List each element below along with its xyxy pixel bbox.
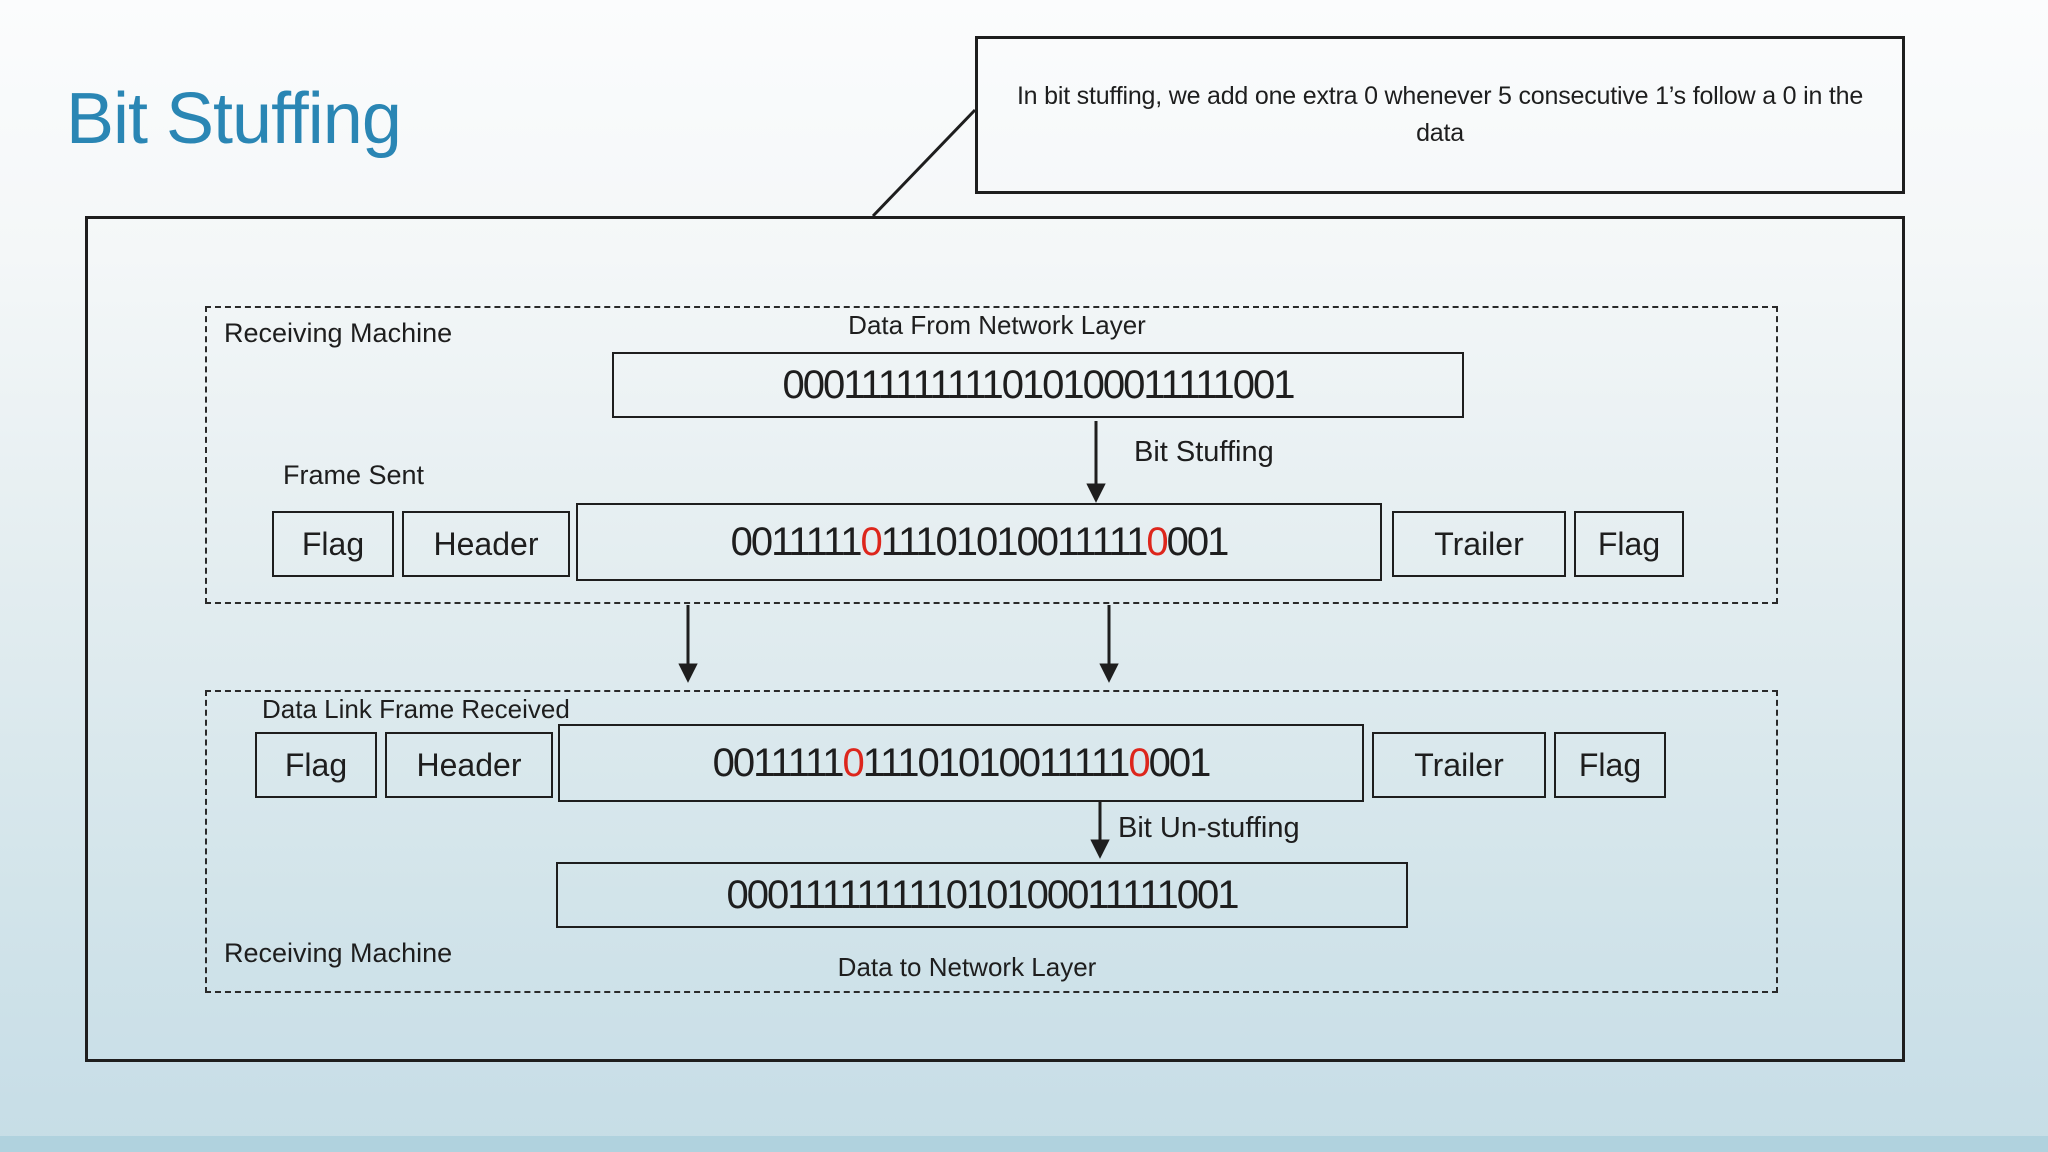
stuffed-bit: 0 xyxy=(1146,519,1168,564)
stuffed-bit: 0 xyxy=(860,519,882,564)
data-link-frame-received-label: Data Link Frame Received xyxy=(262,694,570,724)
sent-trailer-cell: Trailer xyxy=(1392,511,1566,577)
callout-box: In bit stuffing, we add one extra 0 when… xyxy=(975,36,1905,194)
sender-machine-label: Receiving Machine xyxy=(224,318,453,348)
frame-sent-label: Frame Sent xyxy=(283,460,425,490)
receiver-section-box xyxy=(205,690,1778,993)
slide-title: Bit Stuffing xyxy=(66,79,402,159)
receiver-machine-label: Receiving Machine xyxy=(224,938,453,968)
stuffed-bit: 0 xyxy=(1128,740,1150,785)
sent-flag-right-cell: Flag xyxy=(1574,511,1684,577)
data-to-network-layer-label: Data to Network Layer xyxy=(837,952,1097,982)
sent-flag-left-cell: Flag xyxy=(272,511,394,577)
sent-payload-cell: 00111110111010100111110001 xyxy=(576,503,1382,581)
callout-connector-line xyxy=(871,108,977,218)
received-trailer-cell: Trailer xyxy=(1372,732,1546,798)
received-flag-left-cell: Flag xyxy=(255,732,377,798)
sent-payload-bits: 00111110111010100111110001 xyxy=(730,519,1230,564)
diagram-outer-box xyxy=(85,216,1905,1062)
received-payload-cell: 00111110111010100111110001 xyxy=(558,724,1364,802)
stuffed-bit: 0 xyxy=(842,740,864,785)
data-from-network-layer-label: Data From Network Layer xyxy=(848,310,1146,340)
network-data-bits: 000111111111010100011111001 xyxy=(782,362,1295,407)
bottom-accent-strip xyxy=(0,1136,2048,1152)
unstuffed-data-box: 000111111111010100011111001 xyxy=(556,862,1408,928)
sender-section-box xyxy=(205,306,1778,604)
network-data-box: 000111111111010100011111001 xyxy=(612,352,1464,418)
received-header-cell: Header xyxy=(385,732,553,798)
sent-header-cell: Header xyxy=(402,511,570,577)
bit-stuffing-label: Bit Stuffing xyxy=(1134,436,1274,468)
received-payload-bits: 00111110111010100111110001 xyxy=(712,740,1212,785)
unstuffed-data-bits: 000111111111010100011111001 xyxy=(726,872,1239,917)
callout-text: In bit stuffing, we add one extra 0 when… xyxy=(1016,81,1864,148)
received-flag-right-cell: Flag xyxy=(1554,732,1666,798)
bit-unstuffing-label: Bit Un-stuffing xyxy=(1118,812,1300,844)
